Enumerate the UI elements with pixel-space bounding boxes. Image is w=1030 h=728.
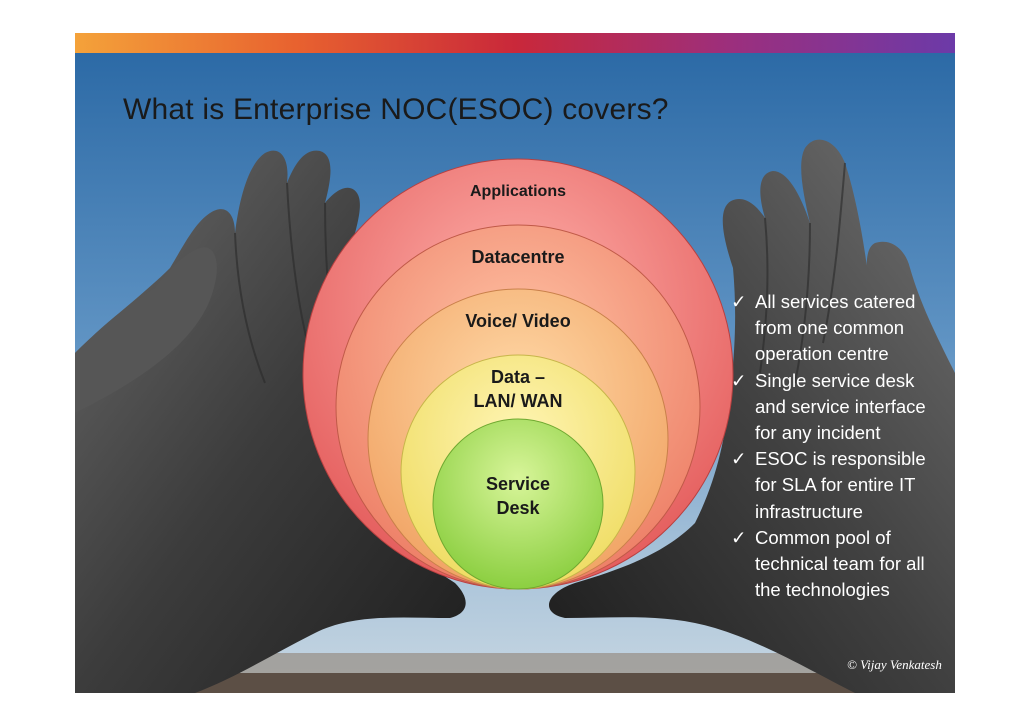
layer-label-datacentre: Datacentre: [471, 247, 565, 267]
layer-label-applications: Applications: [469, 183, 566, 200]
bullet-list: ✓All services catered from one common op…: [725, 289, 950, 603]
layer-label-voice-video: Voice/ Video: [465, 311, 571, 331]
concentric-circles-diagram: [302, 158, 734, 590]
layer-label-data-lan-wan: Data – LAN/ WAN: [473, 367, 563, 411]
layer-label-service-desk: Service Desk: [485, 474, 551, 518]
checkmark-icon: ✓: [731, 291, 747, 312]
bullet-item: ✓Single service desk and service interfa…: [731, 369, 926, 444]
slide-title: What is Enterprise NOC(ESOC) covers?: [123, 93, 669, 126]
bullet-item: ✓Common pool of technical team for all t…: [731, 526, 925, 601]
right-hand: [548, 139, 955, 693]
checkmark-icon: ✓: [731, 526, 747, 548]
slide: What is Enterprise NOC(ESOC) covers?: [75, 53, 955, 693]
bullet-item: ✓All services catered from one common op…: [731, 291, 916, 365]
copyright-text: © Vijay Venkatesh: [847, 657, 942, 672]
header-gradient-bar: [75, 33, 955, 53]
circle-service-desk: [432, 418, 604, 590]
checkmark-icon: ✓: [731, 369, 747, 391]
bullet-item: ✓ESOC is responsible for SLA for entire …: [731, 448, 926, 522]
checkmark-icon: ✓: [731, 448, 747, 470]
